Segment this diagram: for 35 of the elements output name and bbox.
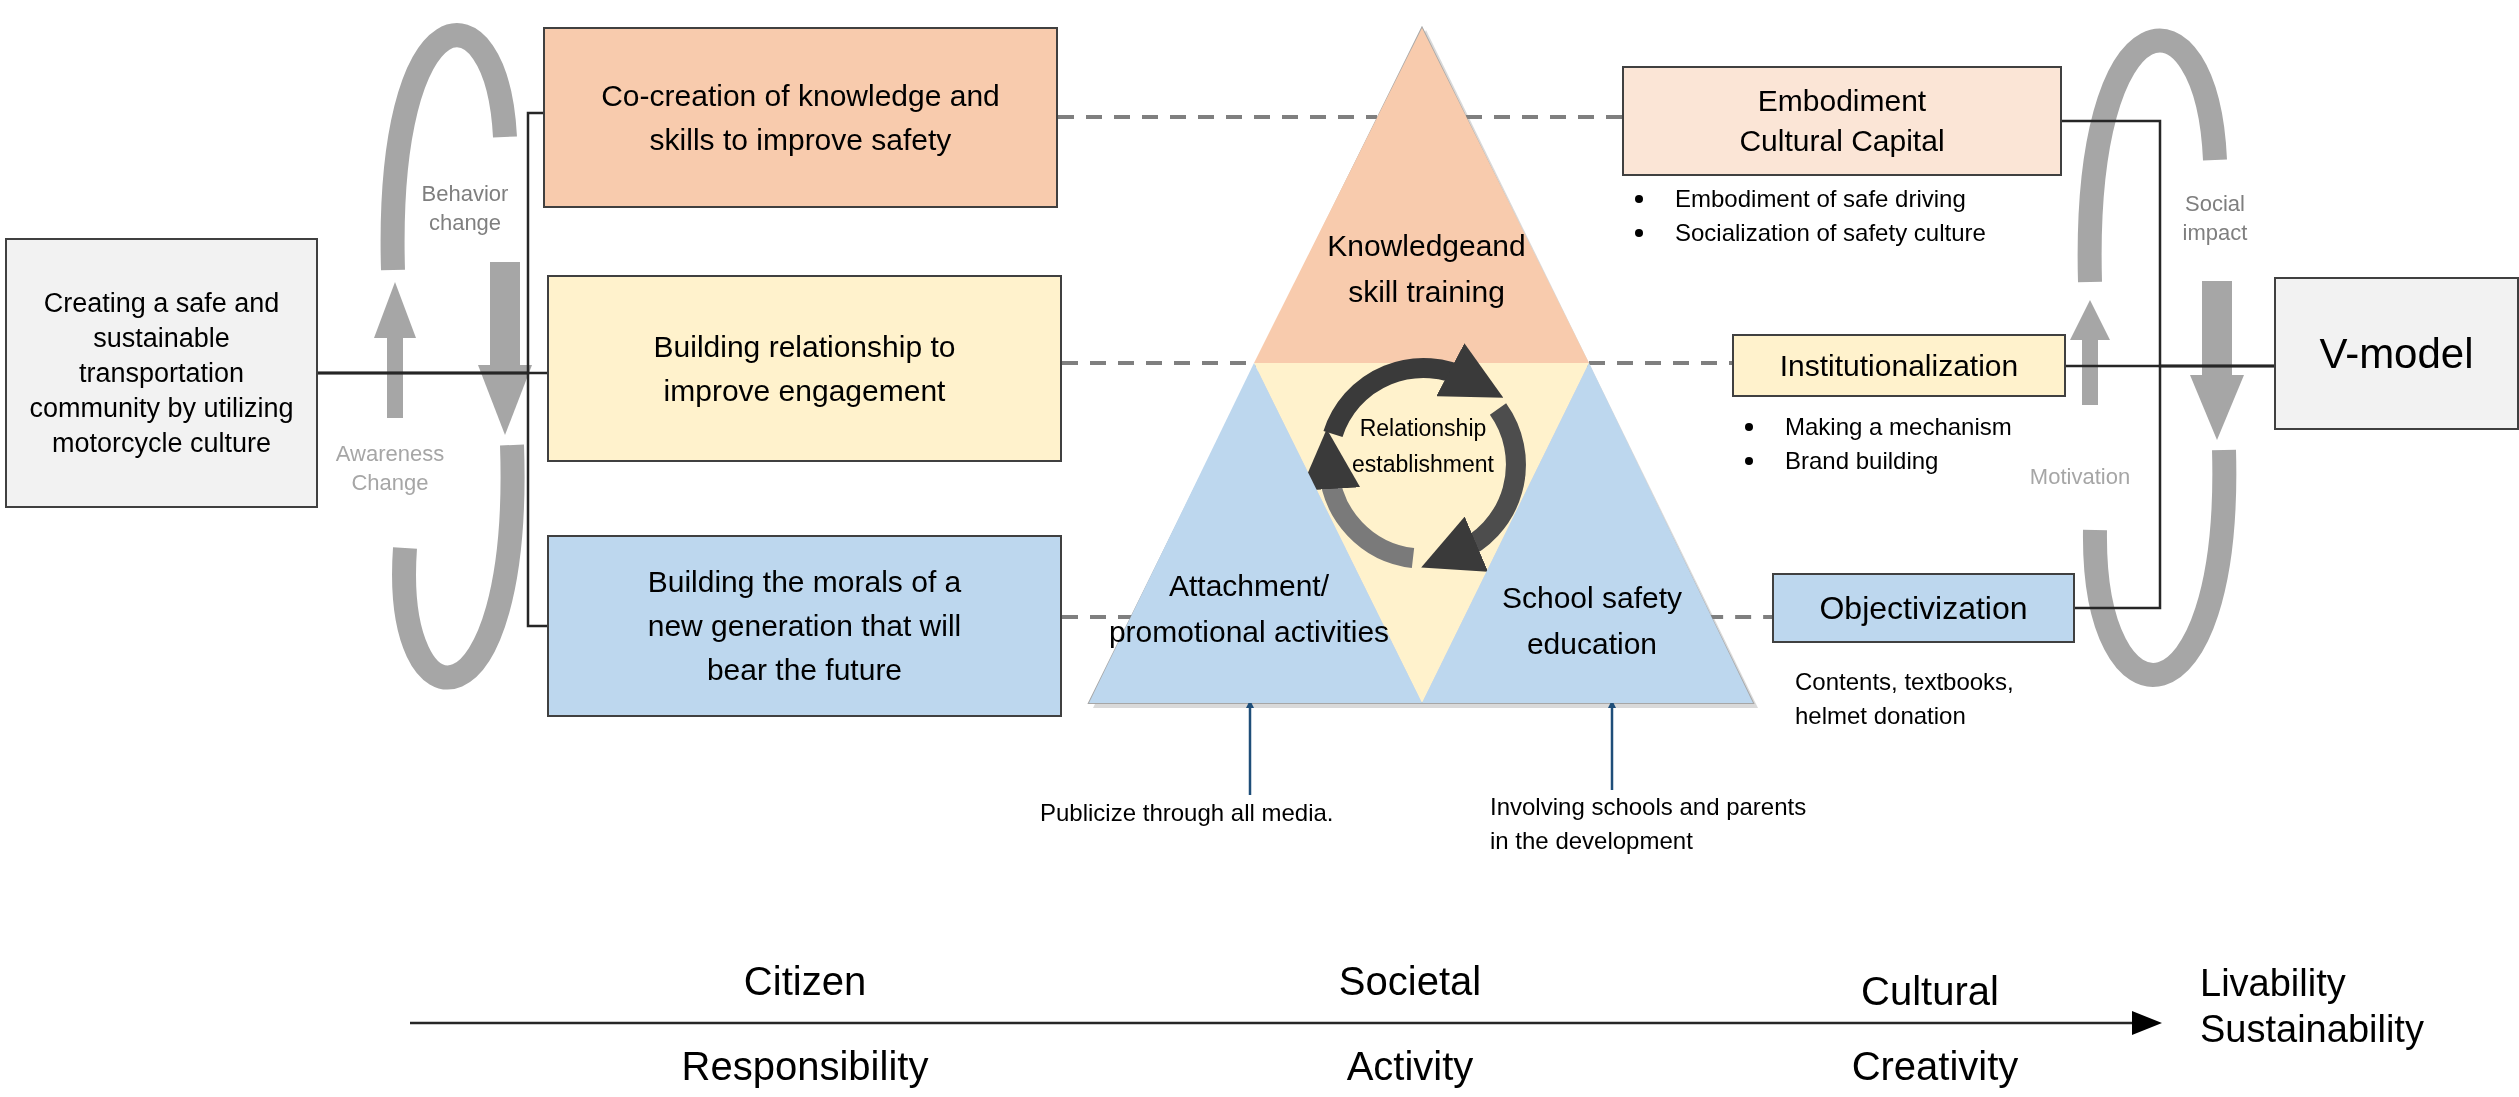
- label-text: Motivation: [2029, 464, 2131, 489]
- arrow: [410, 1011, 2162, 1035]
- dashed-connector: [1466, 115, 1622, 119]
- bullet-item: Socialization of safety culture: [1635, 216, 2065, 250]
- segment-label: School safety education: [1500, 580, 1684, 662]
- connector-line: [2075, 364, 2274, 610]
- label-text: Cultural: [1861, 969, 1999, 1013]
- connector-line: [318, 371, 547, 628]
- label-text: Social impact: [2182, 191, 2248, 245]
- dashed-connector: [1058, 115, 1377, 119]
- process-box: Institutionalization: [1732, 334, 2066, 397]
- process-box: Building the morals of a new generation that will bear the future: [547, 535, 1062, 717]
- label-text: Awareness Change: [335, 441, 445, 495]
- segment-label: Knowledgeand skill training: [1326, 228, 1527, 310]
- process-box: V-model: [2274, 277, 2519, 430]
- note-text: Contents, textbooks, helmet donation: [1795, 667, 2015, 731]
- annotation-text: Involving schools and parents in the development: [1490, 792, 1808, 856]
- annotation-text: Livability Sustainability: [2200, 961, 2425, 1052]
- annotation-text: Publicize through all media.: [1040, 798, 1335, 828]
- label-text: Societal: [1338, 959, 1482, 1003]
- process-box: Objectivization: [1772, 573, 2075, 643]
- process-box: Embodiment Cultural Capital: [1622, 66, 2062, 176]
- bullet-item: Embodiment of safe driving: [1635, 182, 2065, 216]
- segment-label: Attachment/ promotional activities: [1107, 568, 1391, 650]
- dashed-connector: [1589, 361, 1732, 365]
- process-box: Co-creation of knowledge and skills to improve safety: [543, 27, 1058, 208]
- label-text: Creativity: [1851, 1044, 2019, 1088]
- circle-label: Relationship establishment: [1351, 414, 1495, 479]
- label-text: Citizen: [743, 959, 867, 1003]
- label-text: Activity: [1346, 1044, 1474, 1088]
- label-text: Behavior change: [421, 181, 509, 235]
- label-text: Responsibility: [681, 1044, 929, 1088]
- process-box: Building relationship to improve engagement: [547, 275, 1062, 462]
- process-box: Creating a safe and sustainable transportation community by utilizing motorcycle culture: [5, 238, 318, 508]
- bullet-item: Making a mechanism: [1745, 410, 2065, 444]
